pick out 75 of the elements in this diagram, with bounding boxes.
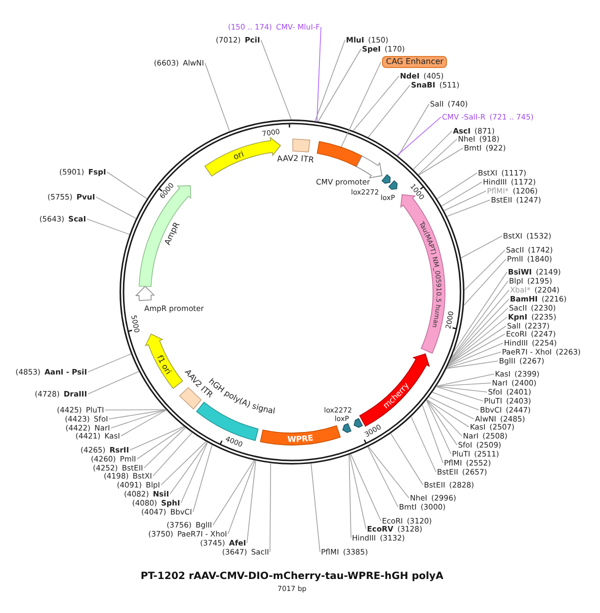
leader-line (260, 40, 292, 120)
leader-line (368, 446, 410, 498)
leader-line (436, 386, 484, 402)
leader-line (106, 172, 148, 200)
leader-line (446, 200, 490, 217)
leader-line (426, 400, 458, 446)
leader-line (426, 399, 462, 436)
leader-line (448, 316, 508, 364)
leader-line (441, 182, 482, 206)
map-title: PT-1202 rAAV-CMV-DIO-mCherry-tau-WPRE-hGH polyA (140, 571, 444, 583)
leader-line (436, 382, 492, 387)
leader-line (110, 410, 167, 428)
leader-line (88, 371, 140, 394)
leader-line (418, 138, 458, 175)
leader-line (464, 250, 506, 290)
leader-line (398, 104, 430, 156)
leader-line (108, 409, 166, 420)
leader-line (368, 84, 410, 138)
feature-label: ori (232, 149, 245, 162)
leader-line (418, 148, 464, 176)
leader-line (450, 298, 510, 362)
leader-line (396, 116, 442, 156)
leader-line (352, 76, 400, 132)
leader-line (448, 308, 508, 364)
leader-line (448, 326, 506, 365)
leader-line (144, 427, 186, 468)
leader-line (204, 62, 230, 132)
leader-line (180, 442, 208, 504)
leader-line (436, 374, 494, 387)
leader-line (212, 460, 254, 526)
feature-label: f1 ori (155, 354, 173, 376)
leader-line (422, 404, 444, 464)
leader-line (104, 409, 166, 410)
leader-line (310, 463, 320, 552)
leader-line (348, 454, 352, 538)
leader-line (426, 399, 470, 428)
leader-line (367, 446, 398, 508)
leader-line (120, 410, 167, 436)
leader-line (152, 432, 193, 476)
leader-line (426, 400, 452, 454)
leader-line (444, 190, 486, 212)
leader-line (446, 352, 502, 368)
leader-line (436, 172, 478, 200)
leader-line (340, 62, 382, 148)
leader-line (270, 462, 272, 552)
leader-line (446, 360, 498, 369)
leader-line (316, 26, 322, 122)
leader-line (318, 48, 362, 122)
leader-line (460, 236, 502, 258)
leader-line (412, 130, 452, 170)
leader-line (314, 40, 346, 122)
leader-line (86, 218, 130, 235)
leader-line (246, 460, 256, 544)
leader-line (170, 442, 208, 494)
leader-line (88, 353, 132, 372)
leader-line (192, 444, 212, 512)
leader-line (228, 460, 256, 534)
leader-line (130, 426, 184, 450)
feature-tag: CAG Enhancer (382, 56, 448, 68)
feature-label: AAV2 ITR (276, 154, 315, 165)
leader-line (410, 416, 436, 472)
leader-line (160, 441, 206, 486)
leader-line (96, 196, 136, 219)
leader-line (464, 258, 506, 306)
leader-line (349, 454, 366, 530)
leader-line (447, 342, 504, 368)
leader-line (448, 334, 506, 366)
leader-line (350, 454, 382, 522)
leader-line (453, 272, 508, 352)
leader-line (428, 396, 474, 420)
leader-line (436, 386, 488, 392)
leader-line (432, 392, 480, 410)
leader-line (390, 433, 424, 486)
leader-line (136, 426, 185, 460)
feature-label: WPRE (287, 433, 314, 444)
